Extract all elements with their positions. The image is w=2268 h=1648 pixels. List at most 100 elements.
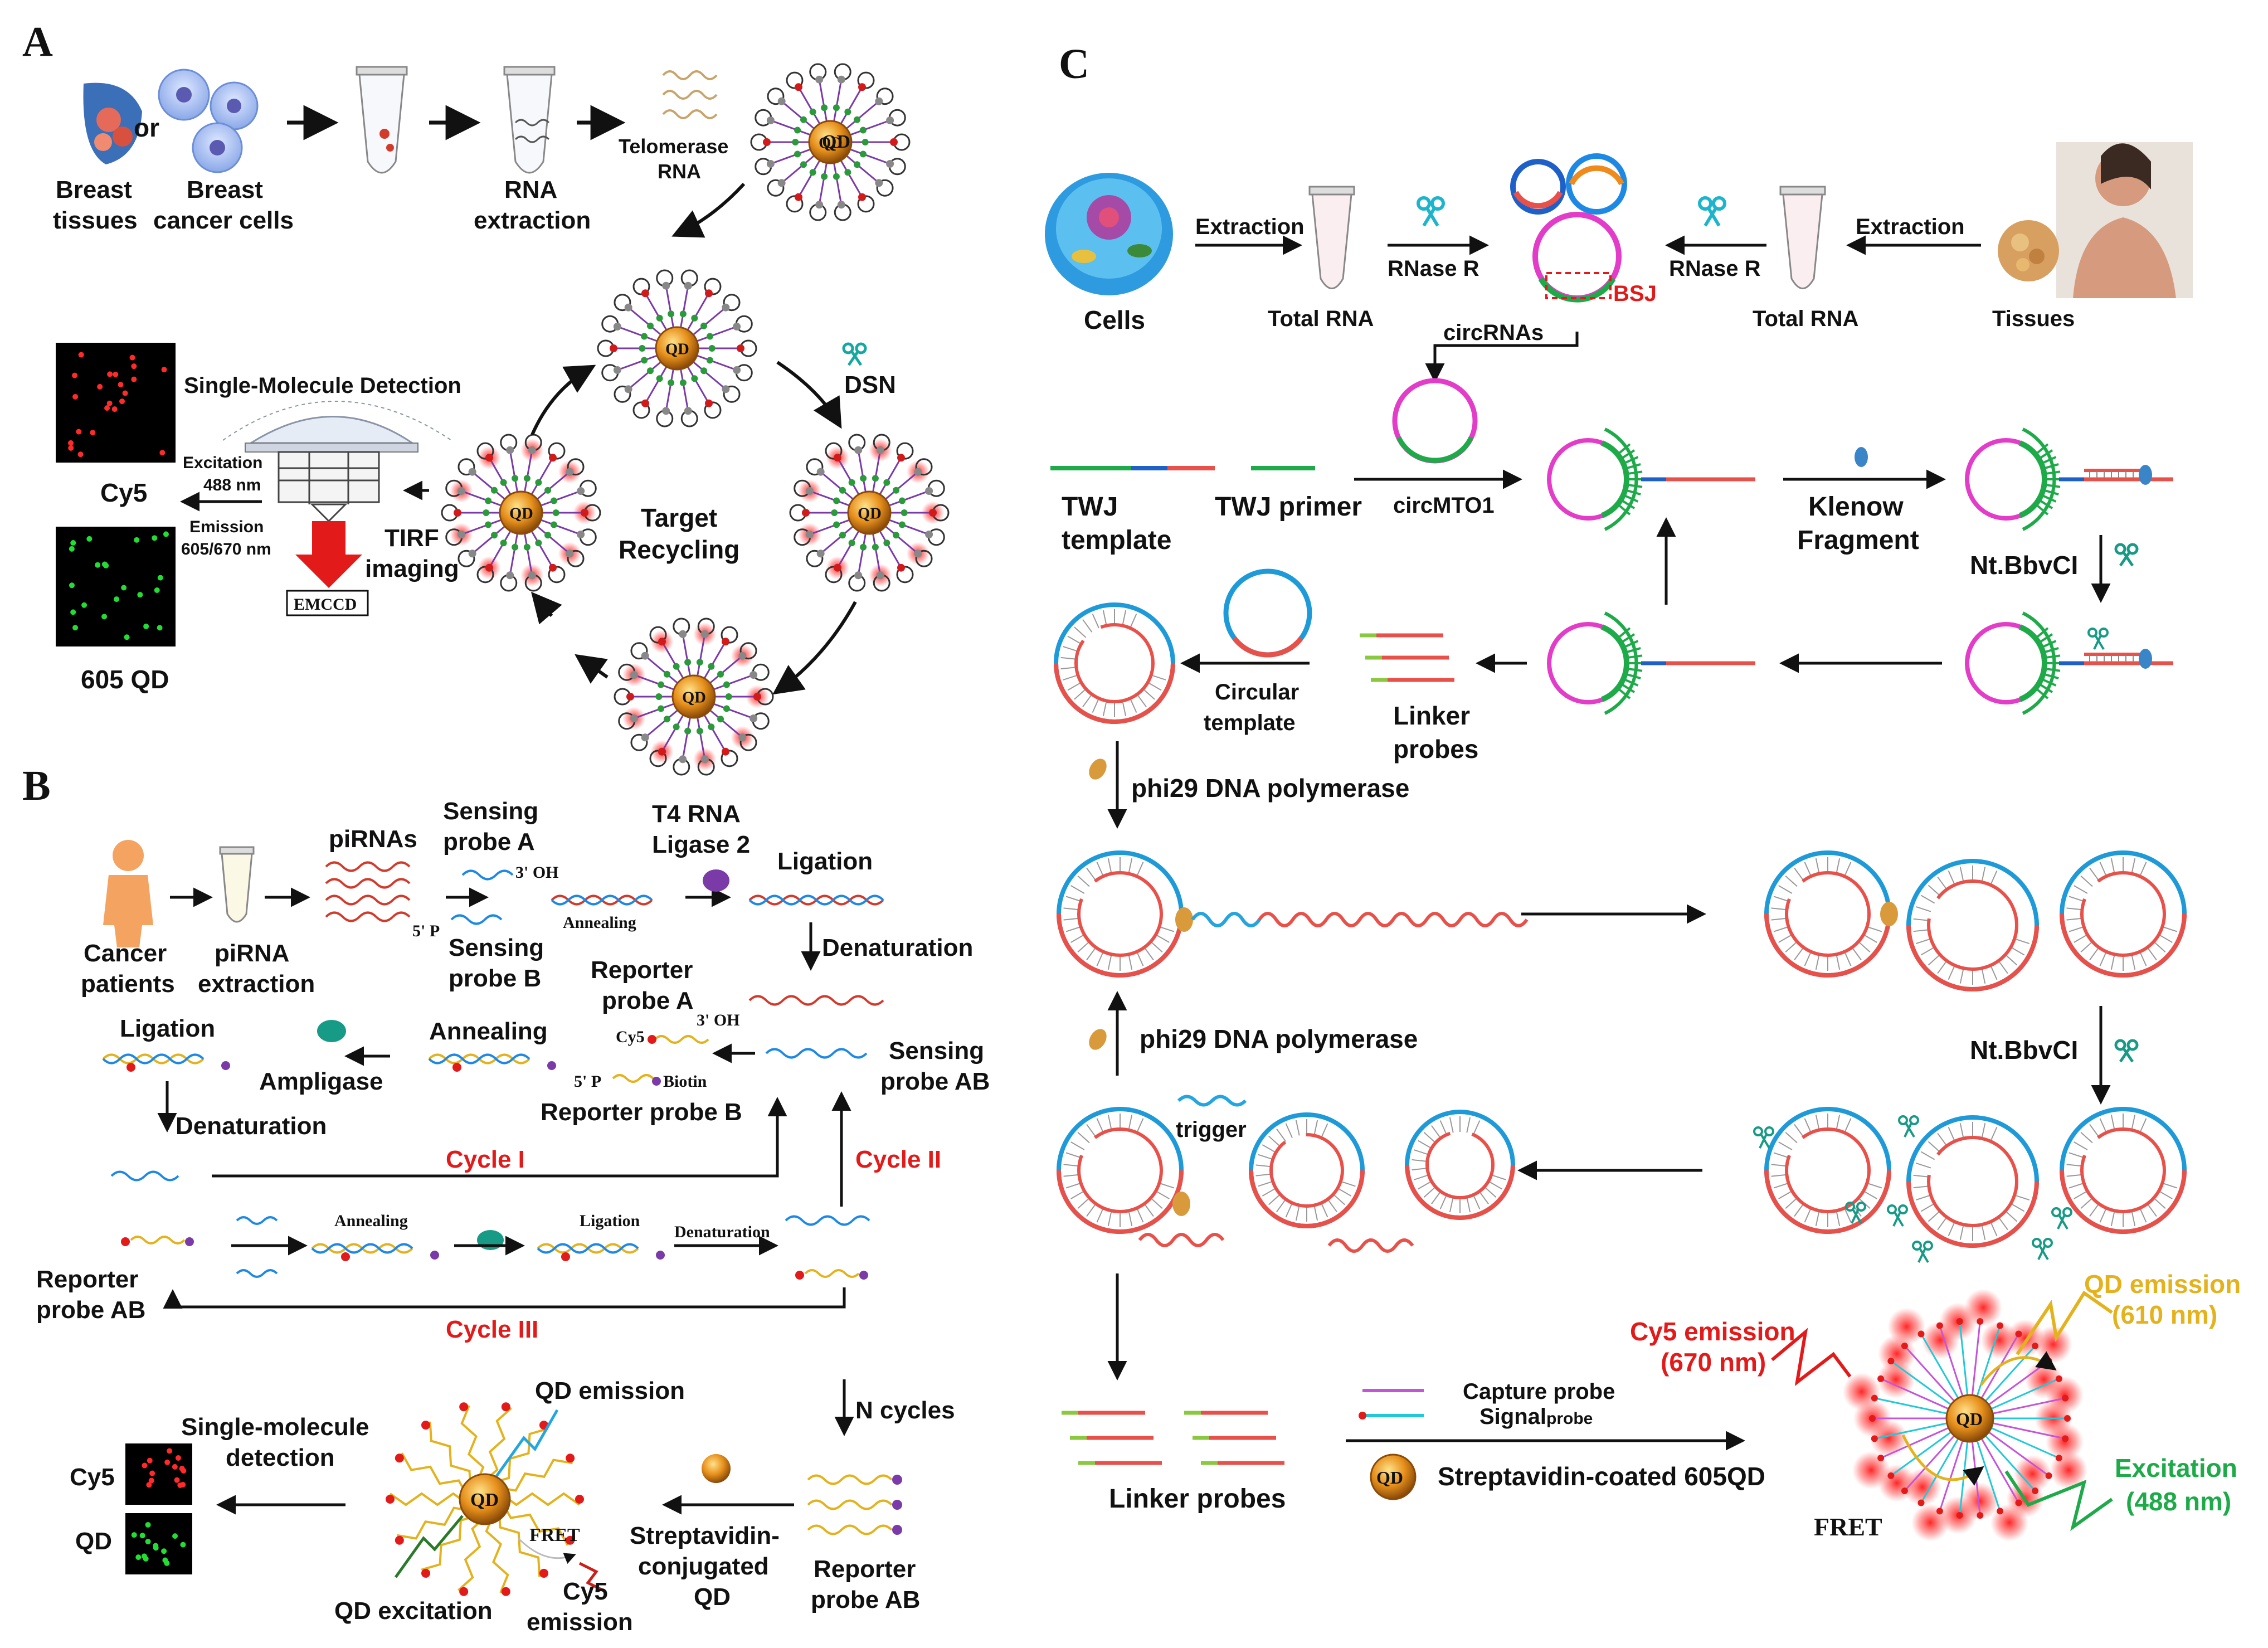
strep-qd-icon-c <box>1370 1453 1417 1500</box>
qd-emission-b: QD emission <box>535 1377 685 1404</box>
reporter-ab-strand <box>130 1236 186 1244</box>
cell-icon <box>1045 173 1173 295</box>
svg-text:QD: QD <box>682 689 706 707</box>
reporter-a-line2: probe A <box>602 987 694 1014</box>
panel-b-letter: B <box>22 762 51 809</box>
rna-extraction-line1: RNA <box>504 176 557 203</box>
pirnas-label: piRNAs <box>329 825 417 853</box>
klenow-line1: Klenow <box>1808 492 1904 522</box>
cy5-emission-zigzag <box>1771 1328 1852 1387</box>
cancer-patients-line2: patients <box>81 970 175 998</box>
ampligase-icon <box>317 1020 346 1042</box>
cy5-image-b <box>125 1443 192 1505</box>
linker-probes2-label: Linker probes <box>1109 1484 1286 1514</box>
biotin-c <box>859 1271 868 1280</box>
panel-c-letter: C <box>1059 41 1089 87</box>
cycle1-label: Cycle I <box>446 1146 525 1173</box>
sensing-ab-bottom <box>785 1215 870 1226</box>
tube-icon-pirna <box>219 846 255 923</box>
breast-cells-line1: Breast <box>187 176 263 203</box>
qd-nanoparticle-top: QD <box>750 63 911 221</box>
reporter-ab-line2: probe AB <box>36 1296 145 1324</box>
tube-icon-c2 <box>1779 186 1826 289</box>
excitation-c-line1: Excitation <box>2115 1453 2237 1482</box>
breast-tissue-icon <box>83 82 142 164</box>
emission-line2: 605/670 nm <box>181 540 271 558</box>
strep-line2: conjugated <box>638 1553 769 1580</box>
biotin-stack-2 <box>892 1500 902 1510</box>
twj-complex-1 <box>1547 427 1755 531</box>
or-label: or <box>134 113 159 142</box>
sensing-a-line2: probe A <box>443 828 535 855</box>
cy5-emission-b-line2: emission <box>527 1608 633 1636</box>
annealed-duplex-2 <box>428 1053 556 1072</box>
signal-dye <box>1359 1412 1366 1419</box>
qd605-spots <box>69 531 169 640</box>
sensing-a-bottom <box>236 1269 278 1278</box>
tube-icon <box>356 66 408 174</box>
excitation-c-line2: (488 nm) <box>2126 1487 2231 1516</box>
cy5-image <box>56 343 176 463</box>
qd-label-b: QD <box>75 1528 112 1555</box>
reporter-a-line1: Reporter <box>591 956 693 984</box>
reporter-probe-a-strand <box>654 1035 709 1044</box>
cancer-patients-line1: Cancer <box>84 940 167 967</box>
t4-line2: Ligase 2 <box>652 831 750 858</box>
emccd-box <box>286 590 369 616</box>
reporter-ab2-line2: probe AB <box>811 1586 920 1613</box>
qd-label-c-icon: QD <box>1376 1467 1403 1487</box>
phi29-label-2: phi29 DNA polymerase <box>1140 1024 1418 1053</box>
target-recycling-line1: Target <box>641 503 717 532</box>
trigger-label: trigger <box>1176 1117 1247 1142</box>
twj-complex-2 <box>1965 427 2173 531</box>
cy5-label: Cy5 <box>100 478 147 507</box>
smd-title: Single-Molecule Detection <box>184 373 461 398</box>
qd-nanoparticle-center: QD <box>597 269 757 427</box>
cycle1-path <box>212 1097 787 1178</box>
cy5-emission-c-line1: Cy5 emission <box>1630 1317 1795 1346</box>
svg-text:QD: QD <box>819 135 843 152</box>
qd-emission-zigzag <box>2016 1290 2113 1355</box>
target-recycling-line2: Recycling <box>619 535 739 564</box>
qd-emission-c-line1: QD emission <box>2084 1270 2241 1299</box>
signal-probe-label: probe <box>1546 1409 1593 1428</box>
biotin-b <box>185 1237 194 1246</box>
biotin-icon <box>652 1077 661 1086</box>
cy5-label-b: Cy5 <box>70 1464 115 1491</box>
circrna-blue-segment <box>1513 191 1563 209</box>
pirna-extraction-line2: extraction <box>198 970 315 998</box>
denaturation-small: Denaturation <box>674 1223 770 1241</box>
telomerase-rna-icon <box>662 70 718 119</box>
sensing-probe-a-strand <box>461 869 514 881</box>
twj-complex-4 <box>1547 611 1755 715</box>
strep-coated-label: Streptavidin-coated 605QD <box>1438 1462 1765 1491</box>
svg-text:QD: QD <box>470 1490 499 1510</box>
pirna-strands <box>325 861 411 922</box>
biotin-stack-3 <box>892 1525 902 1535</box>
reporter-ab-product-stack <box>807 1474 893 1535</box>
p5-label: 5' P <box>412 922 440 940</box>
patient-icon <box>103 840 153 947</box>
breast-tissues-line1: Breast <box>56 176 132 203</box>
qd-nanoparticle-bottom: QD <box>614 618 774 776</box>
arrow-cycle-2 <box>772 601 857 695</box>
rca-product-1 <box>1057 850 1529 978</box>
tissue-patient-image <box>1998 142 2193 298</box>
tirf-line2: imaging <box>365 555 459 582</box>
annealed-duplex-1 <box>551 895 653 906</box>
cycle3-path <box>163 1287 846 1309</box>
excitation-line2: 488 nm <box>203 476 261 494</box>
breast-cells-line2: cancer cells <box>153 207 294 234</box>
annealing-small-label: Annealing <box>563 913 636 932</box>
panel-a-letter: A <box>22 18 53 65</box>
circrna-bsj-segment <box>1538 277 1616 303</box>
qd-fret-complex: QD <box>1842 1289 2088 1542</box>
excitation-line1: Excitation <box>183 454 262 472</box>
qd605-label: 605 QD <box>81 665 169 694</box>
telomerase-line2: RNA <box>658 160 701 183</box>
twj-template-line2: template <box>1062 526 1171 555</box>
ampligase-label: Ampligase <box>259 1068 383 1095</box>
klenow-icon <box>1855 447 1868 467</box>
qd-reporter-complex: QD <box>386 1402 606 1596</box>
